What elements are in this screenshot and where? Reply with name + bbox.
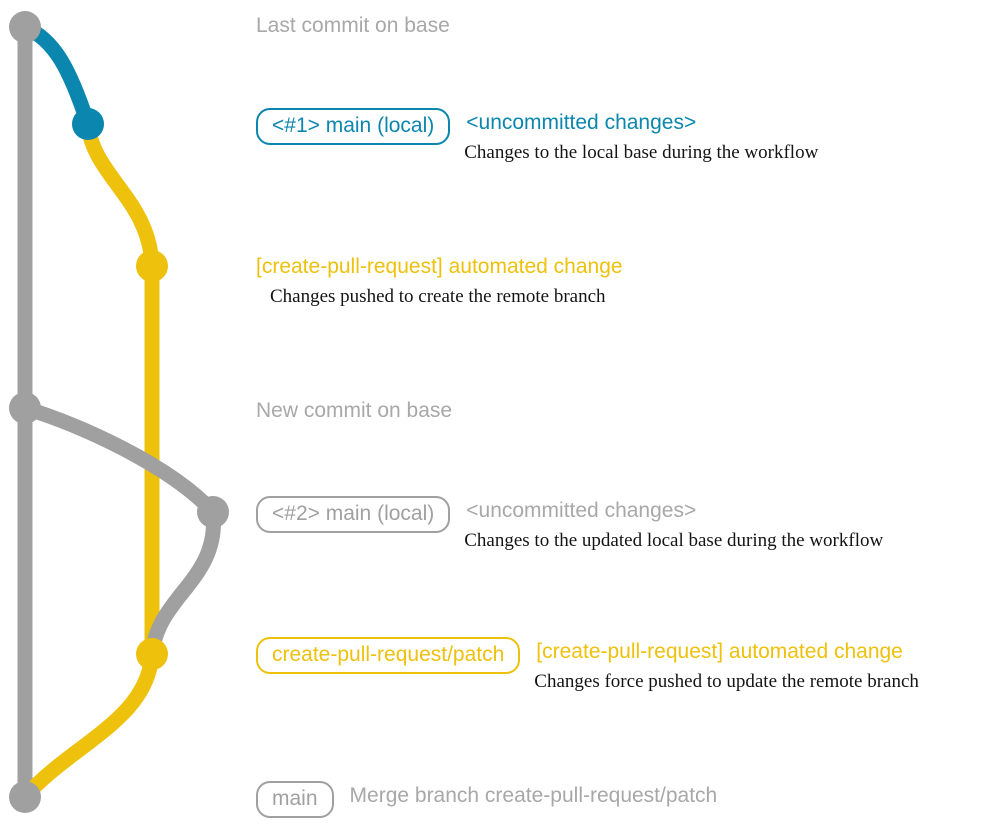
branch-badge-main-local-1[interactable]: <#1> main (local) <box>256 108 451 145</box>
branch-badge-create-pull-request-patch[interactable]: create-pull-request/patch <box>256 637 521 674</box>
graph-edges <box>17 19 221 805</box>
commit-node-local-2 <box>197 496 229 528</box>
commit-text-block: [create-pull-request] automated change C… <box>256 252 623 309</box>
commit-headline: Merge branch create-pull-request/patch <box>349 784 718 807</box>
row-patch-commit-2: create-pull-request/patch [create-pull-r… <box>256 637 919 694</box>
row-patch-commit-1: [create-pull-request] automated change C… <box>256 252 623 309</box>
commit-node-patch-2 <box>136 638 168 670</box>
commit-description: Changes to the local base during the wor… <box>464 142 819 163</box>
commit-node-local-1 <box>72 108 104 140</box>
commit-node-base-new <box>9 392 41 424</box>
edge-base-to-local2 <box>17 400 221 520</box>
commit-description: Changes pushed to create the remote bran… <box>270 286 606 307</box>
commit-headline: <uncommitted changes> <box>466 111 697 134</box>
edge-patch2-to-merge <box>17 646 160 805</box>
row-local-commit-1: <#1> main (local) <uncommitted changes> … <box>256 108 818 165</box>
row-last-commit-on-base: Last commit on base <box>256 11 450 41</box>
edge-base-to-local1 <box>17 19 96 132</box>
row-merge-commit: main Merge branch create-pull-request/pa… <box>256 781 717 818</box>
edge-local1-to-patch1 <box>80 116 160 274</box>
edge-local2-to-patch2 <box>144 504 221 662</box>
commit-text-block: [create-pull-request] automated change C… <box>520 637 919 694</box>
commit-node-patch-1 <box>136 250 168 282</box>
commit-text-block: <uncommitted changes> Changes to the upd… <box>450 496 883 553</box>
row-local-commit-2: <#2> main (local) <uncommitted changes> … <box>256 496 883 553</box>
commit-description: Changes force pushed to update the remot… <box>534 671 919 692</box>
commit-node-base-head <box>9 11 41 43</box>
commit-headline: [create-pull-request] automated change <box>536 640 903 663</box>
graph-nodes <box>9 11 229 813</box>
branch-badge-main[interactable]: main <box>256 781 334 818</box>
branch-badge-main-local-2[interactable]: <#2> main (local) <box>256 496 451 533</box>
commit-headline: New commit on base <box>256 399 453 422</box>
commit-description: Changes to the updated local base during… <box>464 530 884 551</box>
commit-headline: Last commit on base <box>256 14 450 37</box>
commit-text-block: <uncommitted changes> Changes to the loc… <box>450 108 818 165</box>
row-new-commit-on-base: New commit on base <box>256 396 452 426</box>
commit-node-merge <box>9 781 41 813</box>
commit-headline: <uncommitted changes> <box>466 499 697 522</box>
commit-headline: [create-pull-request] automated change <box>256 255 623 278</box>
